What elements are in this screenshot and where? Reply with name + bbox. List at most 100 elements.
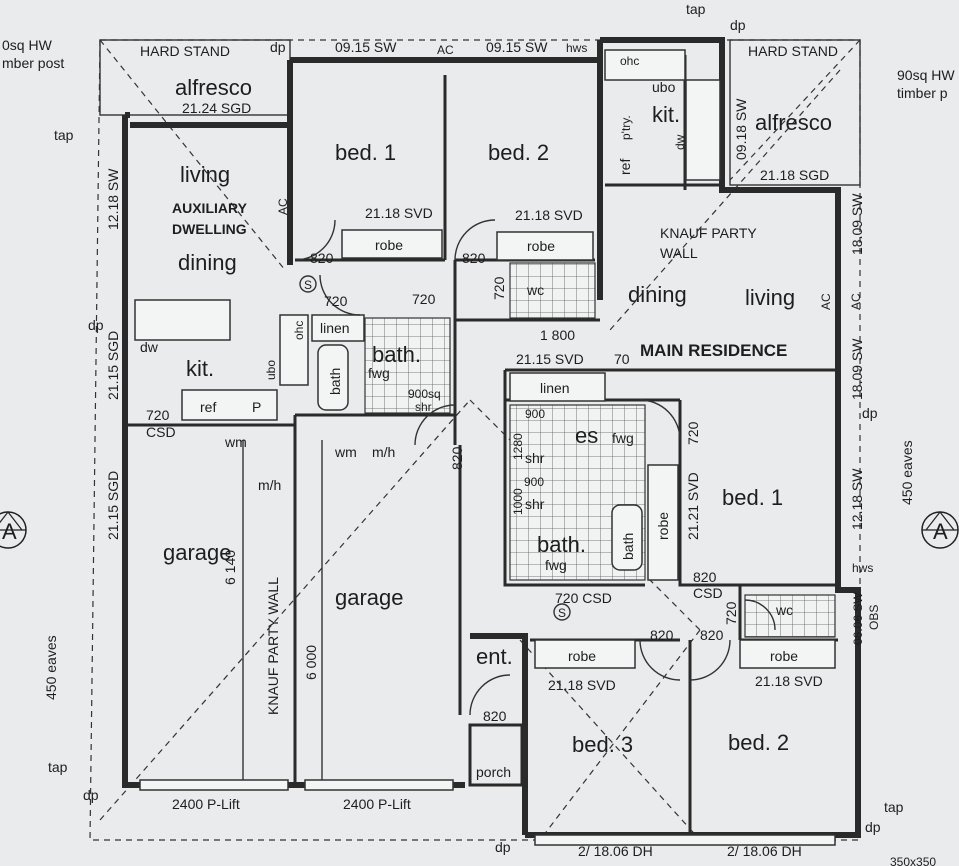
main-bottom-dh-1: 2/ 18.06 DH <box>578 843 653 859</box>
main-ohc-label: ohc <box>620 54 639 68</box>
svg-text:S: S <box>304 278 312 292</box>
main-kitchen-bench <box>604 49 686 81</box>
main-dim-1800: 1 800 <box>540 327 575 343</box>
main-wc-label: wc <box>775 602 793 618</box>
main-bed2-robe-label: robe <box>770 648 798 664</box>
aux-linen-box <box>311 314 365 342</box>
main-shr-label-2: shr <box>525 496 545 512</box>
main-bottom-dh-2: 2/ 18.06 DH <box>727 843 802 859</box>
eaves-left-label: 450 eaves <box>43 635 59 700</box>
main-bed1-label: bed. 1 <box>722 485 783 510</box>
aux-shower-line2: shr <box>415 400 432 414</box>
aux-bath-tub-label: bath <box>327 368 343 395</box>
aux-door-720a: 720 <box>324 293 348 309</box>
aux-bed1-robe-label: robe <box>375 237 403 253</box>
aux-top-ac: AC <box>437 43 454 57</box>
main-wc-tiles <box>744 594 836 638</box>
aux-kitchen-bench <box>134 299 231 341</box>
aux-p-label: P <box>252 399 261 415</box>
aux-ac-label: AC <box>276 198 290 215</box>
dp-label-5: dp <box>865 819 881 835</box>
aux-bed1-robe <box>341 229 443 259</box>
aux-window-left-mid: 21.15 SGD <box>105 331 121 400</box>
eaves-right-label: 450 eaves <box>899 440 915 505</box>
aux-door-720c: 720 <box>491 276 507 300</box>
aux-linen-label: linen <box>320 320 350 336</box>
aux-alfresco-door: 21.24 SGD <box>182 100 251 116</box>
main-ac-label-2: AC <box>849 293 863 310</box>
main-shr-900a: 900 <box>525 407 545 421</box>
aux-bath-label: bath. <box>372 342 421 367</box>
main-linen-box <box>509 372 606 402</box>
main-bed2-robe <box>739 639 836 669</box>
main-porch-label: porch <box>476 764 511 780</box>
aux-garage-door: 2400 P-Lift <box>172 796 240 812</box>
main-bed3-door: 21.18 SVD <box>548 677 616 693</box>
main-bed3-robe-label: robe <box>568 648 596 664</box>
main-ref-label: ref <box>617 159 633 175</box>
aux-bed2-robe <box>496 231 594 261</box>
aux-csd-line2: CSD <box>146 424 176 440</box>
main-right-sw-2: 18.09 SW <box>849 338 865 400</box>
main-bed2-door: 21.18 SVD <box>755 673 823 689</box>
hard-stand-left-label: HARD STAND <box>140 43 230 59</box>
aux-title-line2: DWELLING <box>172 221 247 237</box>
tap-label-4: tap <box>884 799 904 815</box>
hws-label-right: hws <box>852 561 873 575</box>
timber-post-left-label: 0sq HW <box>2 37 53 53</box>
main-garage-door-bar <box>304 779 454 791</box>
main-csd-line2: CSD <box>693 585 723 601</box>
aux-bed1-label: bed. 1 <box>335 140 396 165</box>
aux-top-sw-1: 09.15 SW <box>335 39 397 55</box>
aux-bath-tub <box>317 344 349 411</box>
main-pantry-label: p'try. <box>619 115 633 140</box>
aux-window-left-bot: 21.15 SGD <box>105 471 121 540</box>
aux-bed2-label: bed. 2 <box>488 140 549 165</box>
aux-wc-label: wc <box>526 282 544 298</box>
main-right-obs-2: OBS <box>867 605 881 630</box>
main-dining-label: dining <box>628 282 687 307</box>
aux-top-sw-2: 09.15 SW <box>486 39 548 55</box>
main-door-820-hall-b: 820 <box>700 627 724 643</box>
aux-living-label: living <box>180 162 230 187</box>
aux-bath-tiles <box>364 317 451 414</box>
main-garage-label: garage <box>335 585 404 610</box>
main-bath-fwg: fwg <box>545 557 567 573</box>
main-ensuite-label: es <box>575 423 598 448</box>
main-csd-line1: 820 <box>693 569 717 585</box>
aux-kitchen-island <box>181 389 278 421</box>
main-title: MAIN RESIDENCE <box>640 341 787 360</box>
main-shr-1280: 1280 <box>511 433 525 460</box>
svg-text:A: A <box>2 519 17 544</box>
main-bottom-right: 350x350 <box>890 855 936 866</box>
main-bath-tub-label: bath <box>620 533 636 560</box>
dp-label-1: dp <box>730 17 746 33</box>
main-bed1-robe <box>647 464 679 581</box>
aux-bed1-door: 21.18 SVD <box>365 205 433 221</box>
main-right-sw-3: 12.18 SW <box>849 468 865 530</box>
aux-wm-label: wm <box>224 434 247 450</box>
hard-stand-right <box>729 39 861 186</box>
aux-bed2-door: 21.18 SVD <box>515 207 583 223</box>
main-bed3-robe <box>534 639 636 669</box>
main-ac-label-1: AC <box>819 293 833 310</box>
aux-garage-dim: 6 140 <box>222 550 238 585</box>
main-dim-70: 70 <box>614 351 630 367</box>
main-door-820-ent: 820 <box>483 708 507 724</box>
main-living-label: living <box>745 285 795 310</box>
aux-title-line1: AUXILIARY <box>172 200 248 216</box>
aux-door-820b: 820 <box>462 250 486 266</box>
main-wc-door: 720 <box>723 601 739 625</box>
aux-party-wall: KNAUF PARTY WALL <box>265 577 281 715</box>
walls <box>122 37 861 838</box>
main-party-wall-1: KNAUF PARTY <box>660 225 757 241</box>
aux-door-720b: 720 <box>412 291 436 307</box>
aux-ubo-label: ubo <box>264 360 278 380</box>
main-right-sw-1: 18.09 SW <box>849 193 865 255</box>
main-alfresco-label: alfresco <box>755 110 832 135</box>
main-alfresco-door: 21.18 SGD <box>760 167 829 183</box>
aux-csd-line1: 720 <box>146 407 170 423</box>
aux-dw-label: dw <box>140 339 159 355</box>
aux-fwg-label: fwg <box>368 365 390 381</box>
